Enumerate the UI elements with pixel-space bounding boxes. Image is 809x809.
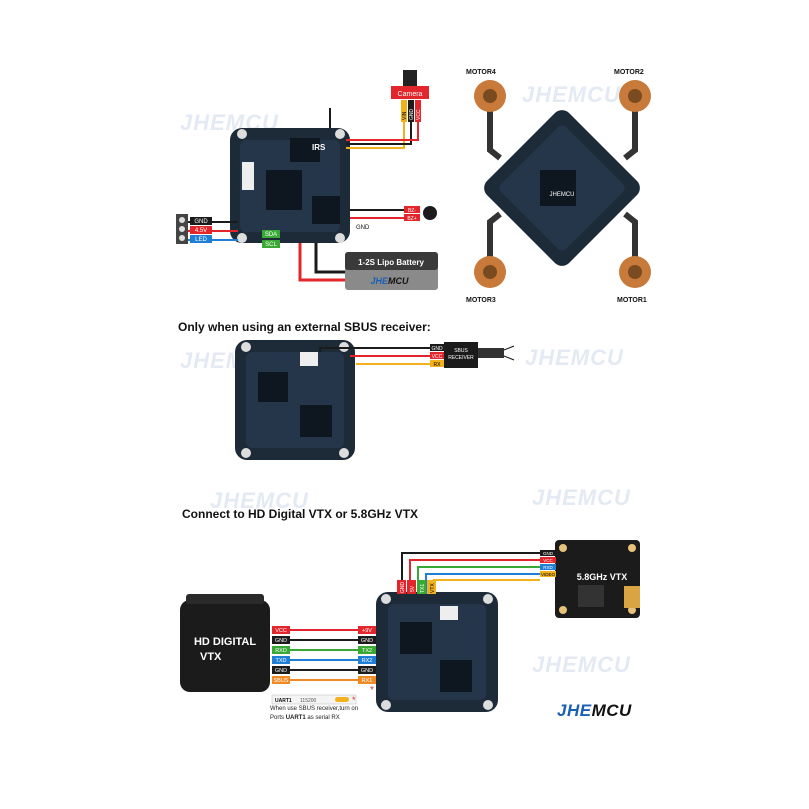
top-pad: VTX xyxy=(430,583,436,593)
top-pad: GND xyxy=(400,582,406,594)
watermark: JHEMCU xyxy=(532,652,631,677)
hd-pin: RXD xyxy=(275,648,287,654)
motor-layout: JHEMCU MOTOR4 MOTOR2 MOTOR3 MOTOR1 xyxy=(466,69,651,304)
uart-setting-row: UART1 115200 * xyxy=(271,694,357,705)
sbus-pin: RX xyxy=(434,362,442,368)
analog-pin: GND xyxy=(543,551,554,556)
fc-pin: RX2 xyxy=(362,658,373,664)
note-line: Ports UART1 as serial RX xyxy=(270,714,390,723)
analog-pin-labels: GND VCC RXD VIDEO xyxy=(540,550,556,577)
motor-label: MOTOR4 xyxy=(466,69,496,76)
top-pad: TX1 xyxy=(420,584,426,593)
analog-pin: RXD xyxy=(543,565,553,570)
camera-pin: VCC xyxy=(416,109,422,120)
battery: 1-2S Lipo Battery JHE MCU xyxy=(345,252,438,290)
logo-part: MCU xyxy=(591,701,632,720)
motor-label: MOTOR1 xyxy=(617,297,647,304)
note-text: as serial RX xyxy=(307,715,340,721)
watermark: JHEMCU xyxy=(522,82,621,107)
hd-vtx-title: HD DIGITAL xyxy=(194,636,256,648)
fc-pin: +9V xyxy=(362,628,372,634)
battery-label: 1-2S Lipo Battery xyxy=(358,258,424,267)
logo-part: JHE xyxy=(557,701,592,720)
buzzer-icon xyxy=(423,206,437,220)
buzzer-pin: BZ- xyxy=(408,208,416,214)
buzzer-pin: BZ+ xyxy=(407,216,416,222)
led-pin: 4.5V xyxy=(195,228,207,234)
fc-board-top: IRS xyxy=(230,128,350,243)
analog-vtx-title: 5.8GHz VTX xyxy=(577,572,628,582)
analog-pin: VIDEO xyxy=(541,572,556,577)
camera: Camera VIN GND VCC xyxy=(391,70,429,122)
analog-pin: VCC xyxy=(543,558,553,563)
hd-pin: GND xyxy=(275,638,287,644)
motor-label: MOTOR2 xyxy=(614,69,644,76)
gnd-label: GND xyxy=(356,225,370,231)
uart-port: UART1 xyxy=(275,698,292,704)
fc-board-sbus xyxy=(235,340,355,460)
led-module xyxy=(176,214,188,244)
motor-icon xyxy=(474,80,651,288)
note-bold: UART1 xyxy=(285,715,306,721)
hd-vtx-unit: HD DIGITAL VTX xyxy=(180,594,270,692)
fc-pin-labels: +9V GND TX2 RX2 GND RX1 * xyxy=(358,626,376,696)
brand-logo: JHEMCU xyxy=(557,701,632,721)
sbus-pin: VCC xyxy=(432,354,443,360)
sbus-note: When use SBUS receiver,turn on Ports UAR… xyxy=(270,705,390,723)
camera-pin: VIN xyxy=(402,111,408,120)
analog-vtx-unit: 5.8GHz VTX xyxy=(555,540,640,618)
hd-pin: VCC xyxy=(275,628,287,634)
board-mark: IRS xyxy=(312,143,326,152)
watermark: JHEMCU xyxy=(525,345,624,370)
star-marker: * xyxy=(352,695,356,705)
uart-baud: 115200 xyxy=(300,698,317,704)
receiver-label: RECEIVER xyxy=(448,355,474,361)
vtx-heading: Connect to HD Digital VTX or 5.8GHz VTX xyxy=(182,507,419,521)
note-line: When use SBUS receiver,turn on xyxy=(270,706,359,712)
sbus-receiver: SBUS RECEIVER xyxy=(444,342,515,368)
star-marker: * xyxy=(370,685,374,696)
i2c-pin: SDA xyxy=(265,232,277,238)
hd-pin-labels: VCC GND RXD TXD GND SBUS xyxy=(272,626,290,684)
led-pin: LED xyxy=(195,237,207,243)
watermark: JHEMCU xyxy=(210,488,309,513)
fc-pin: TX2 xyxy=(362,648,372,654)
fc-pin: RX1 xyxy=(362,678,373,684)
motor-label: MOTOR3 xyxy=(466,297,496,304)
board-name: JHEMCU xyxy=(550,192,575,198)
top-pad: 5V xyxy=(410,585,416,592)
battery-logo: MCU xyxy=(388,276,409,286)
camera-label: Camera xyxy=(398,91,423,98)
sbus-pin: GND xyxy=(431,346,443,352)
hd-vtx-title: VTX xyxy=(200,651,222,663)
fc-board-vtx xyxy=(376,592,498,712)
battery-logo: JHE xyxy=(370,276,389,286)
led-pin: GND xyxy=(194,219,208,225)
fc-pin: GND xyxy=(361,638,373,644)
fc-pin: GND xyxy=(361,668,373,674)
sbus-heading: Only when using an external SBUS receive… xyxy=(178,320,431,334)
top-pad-labels: GND 5V TX1 VTX xyxy=(397,580,436,594)
hd-pin: SBUS xyxy=(274,678,289,684)
receiver-label: SBUS xyxy=(454,348,468,354)
watermark: JHEMCU xyxy=(532,485,631,510)
camera-pin: GND xyxy=(409,109,415,121)
note-text: Ports xyxy=(270,715,285,721)
serial-rx-toggle[interactable] xyxy=(335,697,349,702)
hd-pin: GND xyxy=(275,668,287,674)
i2c-pin: SCL xyxy=(265,242,277,248)
hd-pin: TXD xyxy=(276,658,287,664)
